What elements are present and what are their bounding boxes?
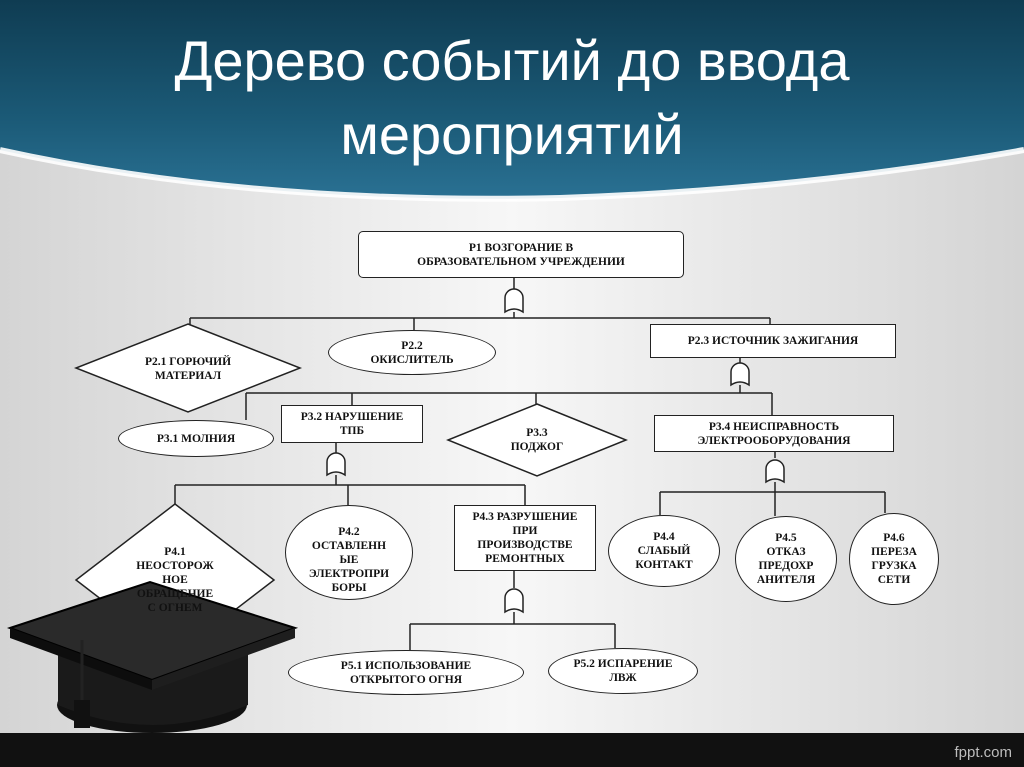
- event-p2-2-line: P2.2: [401, 339, 423, 352]
- event-p2-3-line: P2.3 ИСТОЧНИК ЗАЖИГАНИЯ: [687, 335, 859, 347]
- diamond-p3-3: [445, 403, 629, 477]
- event-p4-5-line: АНИТЕЛЯ: [756, 574, 816, 586]
- title-line-2: мероприятий: [340, 103, 684, 166]
- event-p4-5-line: P4.5: [775, 532, 797, 544]
- event-p3-2: P3.2 НАРУШЕНИЕ ТПБ: [281, 405, 423, 443]
- event-p3-1-line: P3.1 МОЛНИЯ: [156, 432, 236, 445]
- title-line-1: Дерево событий до ввода: [174, 29, 850, 92]
- event-p4-2-line: ЭЛЕКТРОПРИ: [308, 567, 390, 580]
- event-p4-6-line: ПЕРЕЗА: [871, 546, 917, 558]
- event-p2-1-line: P2.1 ГОРЮЧИЙ: [144, 356, 232, 368]
- event-p4-3-line: P4.3 РАЗРУШЕНИЕ: [472, 511, 578, 523]
- event-p2-3: P2.3 ИСТОЧНИК ЗАЖИГАНИЯ: [650, 324, 896, 358]
- event-p4-2-line: ОСТАВЛЕНН: [311, 539, 387, 552]
- event-p3-3-line: ПОДЖОГ: [510, 441, 564, 453]
- event-p4-6-line: СЕТИ: [877, 574, 911, 586]
- or-gate-p3-4: [765, 459, 785, 484]
- event-p4-3: P4.3 РАЗРУШЕНИЕ ПРИ ПРОИЗВОДСТВЕ РЕМОНТНЫХ: [454, 505, 596, 571]
- event-p4-3-line: ПРИ: [512, 525, 538, 537]
- slide-title: Дерево событий до ввода мероприятий: [60, 24, 964, 172]
- event-p2-1-line: МАТЕРИАЛ: [154, 370, 222, 382]
- event-p4-5-line: ПРЕДОХР: [758, 560, 814, 572]
- event-p4-6-line: P4.6: [883, 532, 905, 544]
- event-p4-6-line: ГРУЗКА: [871, 560, 917, 572]
- event-p5-1-line: ОТКРЫТОГО ОГНЯ: [349, 673, 463, 686]
- event-p4-3-line: РЕМОНТНЫХ: [485, 553, 565, 565]
- event-p4-2-line: P4.2: [338, 525, 360, 538]
- event-p4-3-line: ПРОИЗВОДСТВЕ: [477, 539, 573, 551]
- or-gate-p1: [504, 288, 524, 314]
- event-p5-2-line: P5.2 ИСПАРЕНИЕ: [573, 658, 673, 670]
- or-gate-p3-2: [326, 452, 346, 477]
- event-p4-4-line: КОНТАКТ: [635, 559, 693, 571]
- event-p3-2-line: ТПБ: [339, 425, 365, 437]
- or-gate-p2-3: [730, 362, 750, 387]
- event-p4-4-line: СЛАБЫЙ: [637, 545, 691, 557]
- event-p4-1-line: ОБРАЩЕНИЕ: [136, 588, 214, 600]
- event-p4-2-line: ЫЕ: [339, 553, 359, 566]
- event-p4-1-line: НОЕ: [162, 574, 188, 586]
- event-p5-2-line: ЛВЖ: [609, 672, 637, 684]
- event-p4-1-line: НЕОСТОРОЖ: [136, 560, 214, 572]
- event-p5-2: P5.2 ИСПАРЕНИЕ ЛВЖ: [548, 648, 698, 694]
- or-gate-p4-3: [504, 588, 524, 614]
- footer-logo: fppt.com: [954, 744, 1012, 761]
- diamond-p2-1: [73, 323, 303, 413]
- event-p2-2-line: ОКИСЛИТЕЛЬ: [370, 353, 454, 366]
- title-banner: [0, 0, 1024, 199]
- event-p4-1-line: С ОГНЕМ: [147, 602, 203, 614]
- event-p3-2-line: P3.2 НАРУШЕНИЕ: [300, 411, 404, 423]
- event-p3-1: P3.1 МОЛНИЯ: [118, 420, 274, 457]
- event-p4-4-line: P4.4: [653, 531, 675, 543]
- event-p4-5-line: ОТКАЗ: [766, 546, 806, 558]
- event-p3-4-line: ЭЛЕКТРООБОРУДОВАНИЯ: [697, 434, 851, 447]
- footer-bar: [0, 733, 1024, 767]
- event-p4-1-line: P4.1: [164, 546, 186, 558]
- event-p2-1: P2.1 ГОРЮЧИЙ МАТЕРИАЛ: [110, 348, 266, 390]
- banner-wave-line: [0, 147, 1024, 202]
- event-p3-3-line: P3.3: [526, 427, 548, 439]
- event-p4-2-line: БОРЫ: [331, 581, 367, 594]
- event-p3-4-line: P3.4 НЕИСПРАВНОСТЬ: [708, 420, 840, 433]
- event-p1-line: ОБРАЗОВАТЕЛЬНОМ УЧРЕЖДЕНИИ: [417, 255, 625, 268]
- event-p5-1-line: P5.1 ИСПОЛЬЗОВАНИЕ: [340, 659, 472, 672]
- event-p1-line: P1 ВОЗГОРАНИЕ В: [468, 241, 574, 254]
